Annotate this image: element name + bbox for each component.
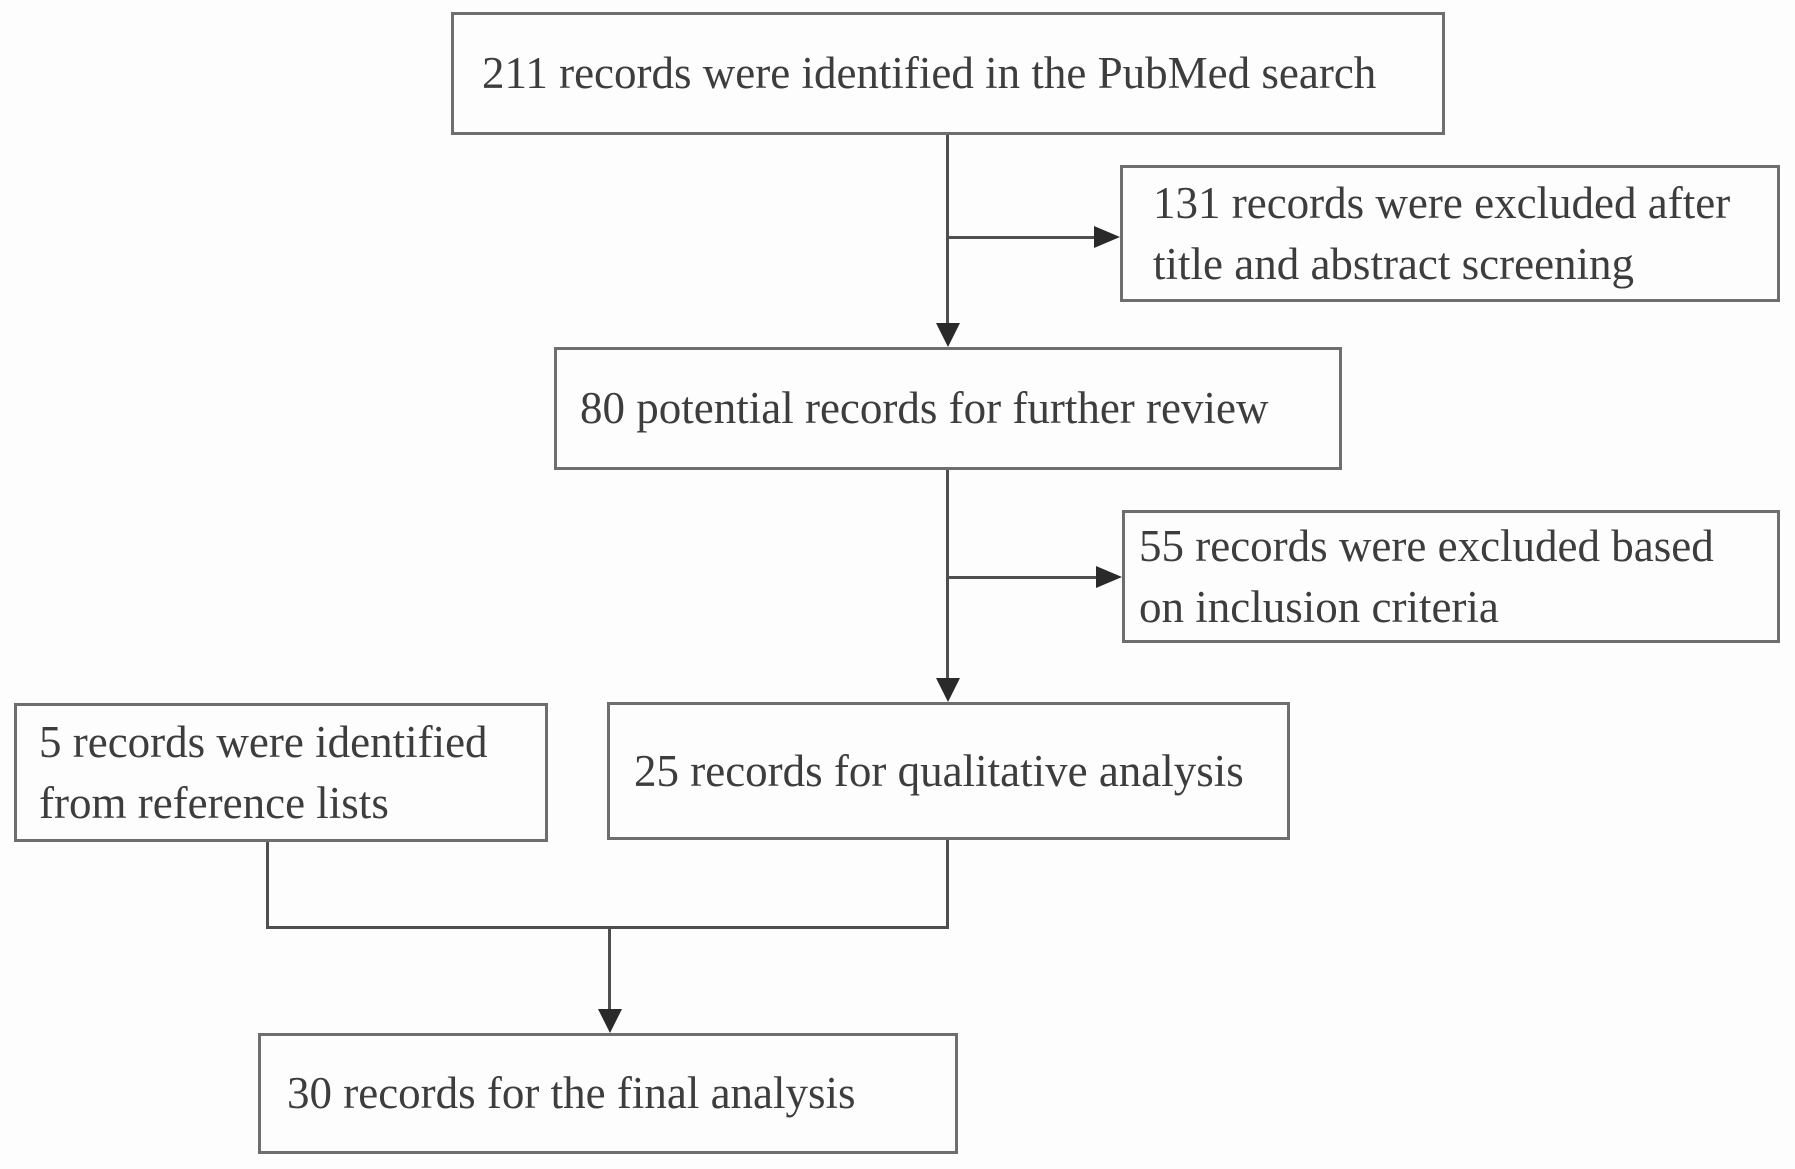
connector-references-to-merge xyxy=(266,842,269,929)
node-records-excluded-criteria: 55 records were excluded based on inclus… xyxy=(1122,510,1780,643)
connector-branch-to-criteria xyxy=(946,576,1098,579)
node-label: 30 records for the final analysis xyxy=(287,1068,856,1118)
connector-identified-to-review xyxy=(946,135,949,323)
node-label-line: 5 records were identified xyxy=(39,716,488,767)
node-records-excluded-screening: 131 records were excluded after title an… xyxy=(1120,165,1780,302)
arrowhead-down-icon xyxy=(936,678,960,702)
arrowhead-down-icon xyxy=(936,323,960,347)
node-label: 211 records were identified in the PubMe… xyxy=(482,48,1377,98)
node-records-qualitative-analysis: 25 records for qualitative analysis xyxy=(607,702,1290,840)
node-records-further-review: 80 potential records for further review xyxy=(554,347,1342,470)
node-label-line: 131 records were excluded after xyxy=(1153,177,1731,228)
node-records-identified: 211 records were identified in the PubMe… xyxy=(451,12,1445,135)
node-label-line: 55 records were excluded based xyxy=(1139,520,1714,571)
node-label: 80 potential records for further review xyxy=(580,383,1269,433)
node-label-line: title and abstract screening xyxy=(1153,238,1635,289)
connector-merge-to-final xyxy=(608,926,611,1009)
arrowhead-right-icon xyxy=(1094,226,1120,248)
node-records-reference-lists: 5 records were identified from reference… xyxy=(14,703,548,842)
node-label-line: on inclusion criteria xyxy=(1139,581,1499,632)
node-records-final-analysis: 30 records for the final analysis xyxy=(258,1033,958,1154)
arrowhead-down-icon xyxy=(598,1009,622,1033)
connector-review-to-qualitative xyxy=(946,470,949,678)
connector-merge-line xyxy=(266,926,949,929)
arrowhead-right-icon xyxy=(1096,566,1122,588)
connector-branch-to-screening xyxy=(946,236,1094,239)
node-label: 25 records for qualitative analysis xyxy=(634,745,1244,796)
node-label-line: from reference lists xyxy=(39,777,389,828)
connector-qualitative-to-merge xyxy=(946,840,949,929)
